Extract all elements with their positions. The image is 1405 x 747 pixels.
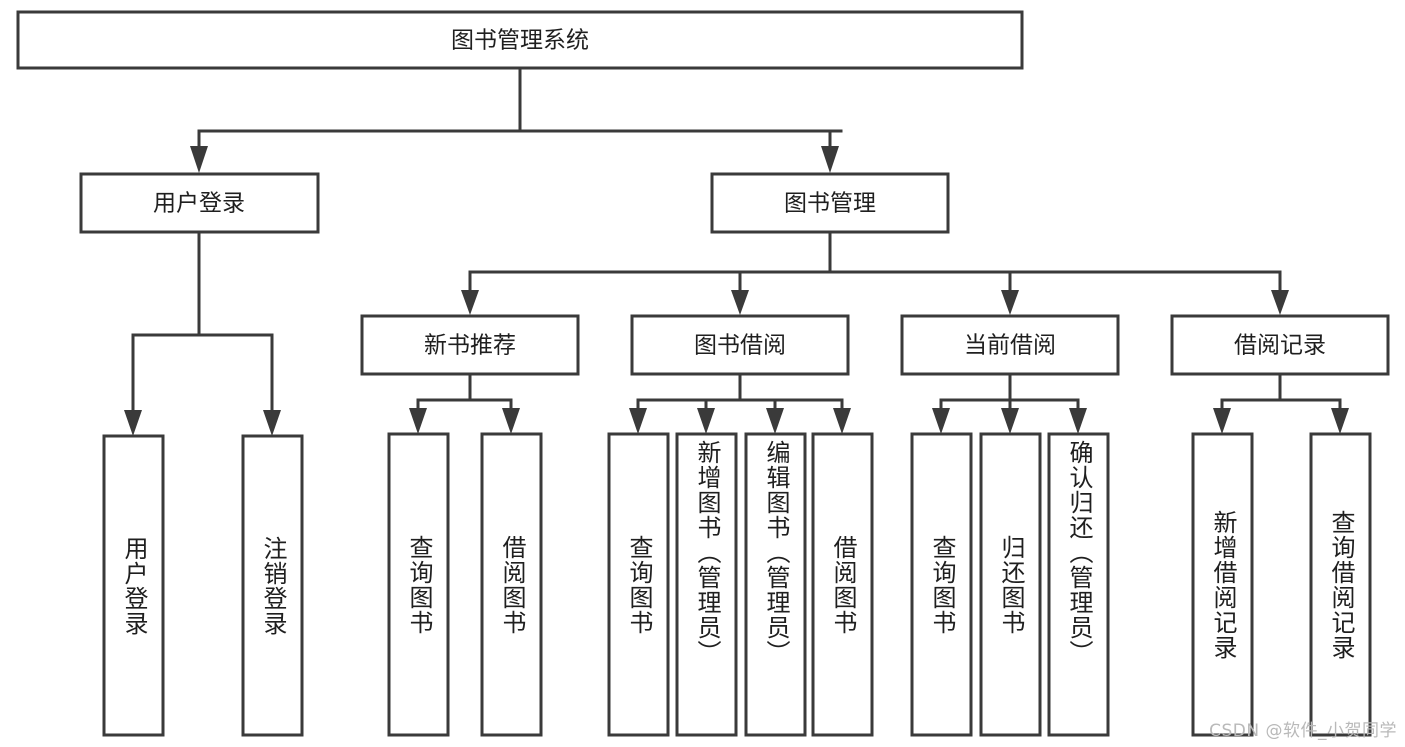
node-leaf-8[interactable]	[811, 432, 874, 737]
node-borrow[interactable]: 图书借阅	[630, 314, 850, 376]
arrow-head-icon	[461, 290, 479, 315]
node-leaf-3[interactable]	[387, 432, 450, 737]
connector-records-to-leaves	[1213, 372, 1349, 434]
connector-newbook-to-leaves	[409, 372, 520, 434]
arrow-head-icon	[697, 408, 715, 434]
node-leaf-12[interactable]	[1191, 432, 1254, 737]
node-bookmgmt-label: 图书管理	[784, 191, 876, 217]
node-leaf-4[interactable]	[480, 432, 543, 737]
node-records[interactable]: 借阅记录	[1170, 314, 1390, 376]
node-records-label: 借阅记录	[1234, 333, 1326, 359]
node-current-label: 当前借阅	[964, 333, 1056, 359]
arrow-head-icon	[932, 408, 950, 434]
node-leaf-2[interactable]	[241, 434, 304, 737]
arrow-head-icon	[124, 410, 142, 436]
arrow-head-icon	[1069, 408, 1087, 434]
arrow-head-icon	[1001, 290, 1019, 315]
node-leaf-11[interactable]	[1047, 432, 1110, 737]
node-newbook-label: 新书推荐	[424, 333, 516, 359]
node-root[interactable]: 图书管理系统	[16, 10, 1024, 70]
arrow-head-icon	[1331, 408, 1349, 434]
node-bookmgmt[interactable]: 图书管理	[710, 172, 950, 234]
arrow-head-icon	[190, 146, 208, 173]
node-newbook[interactable]: 新书推荐	[360, 314, 580, 376]
arrow-head-icon	[409, 408, 427, 434]
node-login-label: 用户登录	[153, 191, 245, 217]
node-leaf-9[interactable]	[910, 432, 973, 737]
node-leaf-10[interactable]	[979, 432, 1042, 737]
node-leaf-13[interactable]	[1309, 432, 1372, 737]
arrow-head-icon	[629, 408, 647, 434]
arrow-head-icon	[502, 408, 520, 434]
node-current[interactable]: 当前借阅	[900, 314, 1120, 376]
arrow-head-icon	[821, 146, 839, 173]
connector-borrow-to-leaves	[629, 372, 851, 434]
arrow-head-icon	[766, 408, 784, 434]
connector-login-to-leaves	[124, 230, 281, 436]
node-login[interactable]: 用户登录	[79, 172, 320, 234]
node-borrow-label: 图书借阅	[694, 333, 786, 359]
connector-current-to-leaves	[932, 372, 1087, 434]
arrow-head-icon	[833, 408, 851, 434]
connector-bookmgmt-to-level3	[461, 230, 1289, 315]
node-leaf-5[interactable]	[607, 432, 670, 737]
node-leaf-6[interactable]	[675, 432, 738, 737]
arrow-head-icon	[1001, 408, 1019, 434]
node-leaf-1[interactable]	[102, 434, 165, 737]
arrow-head-icon	[263, 410, 281, 436]
csdn-watermark: CSDN @软件_小贺同学	[1209, 721, 1397, 741]
arrow-head-icon	[731, 290, 749, 315]
connector-root-to-level2	[190, 66, 843, 173]
arrow-head-icon	[1271, 290, 1289, 315]
node-leaf-7[interactable]	[744, 432, 807, 737]
arrow-head-icon	[1213, 408, 1231, 434]
node-root-label: 图书管理系统	[451, 28, 589, 54]
